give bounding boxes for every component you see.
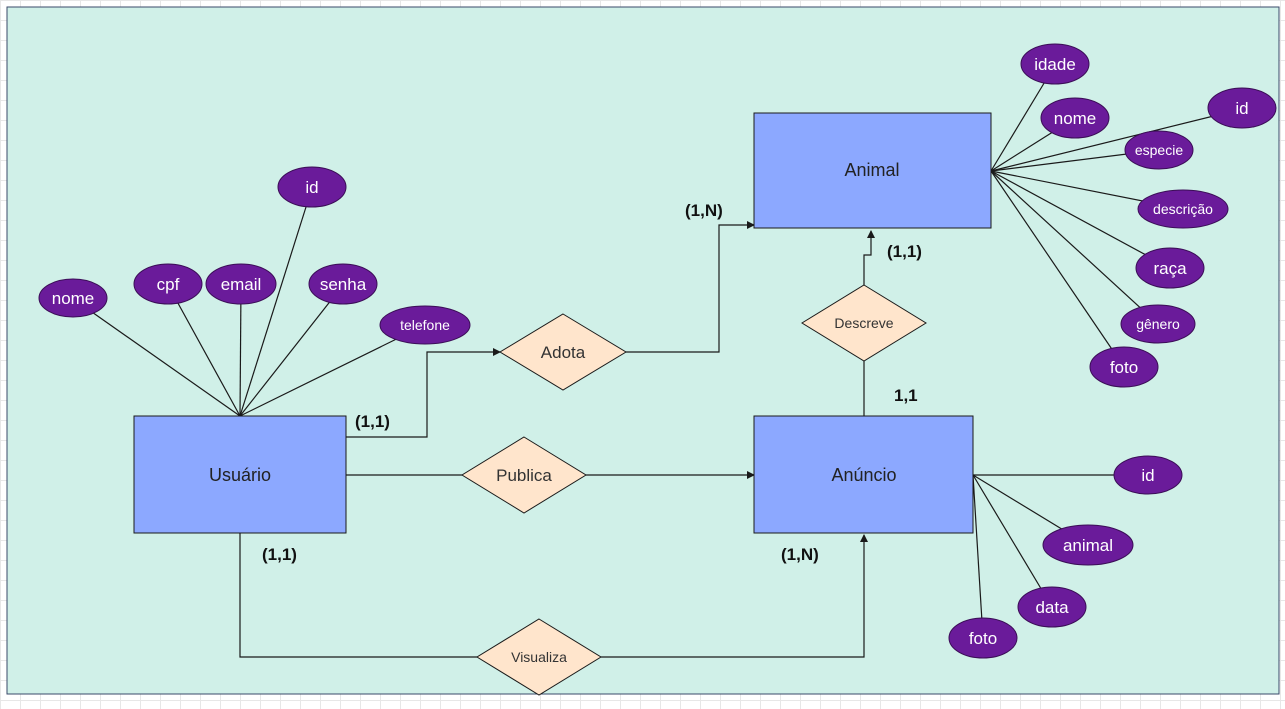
entity-animal[interactable]: Animal [753, 112, 992, 229]
relationship-visualiza-label: Visualiza [511, 649, 567, 665]
attribute-animal-nome[interactable]: nome [1040, 97, 1110, 139]
cardinality-anuncio-descreve: 1,1 [894, 386, 918, 405]
attribute-animal-especie-label: especie [1135, 142, 1183, 158]
entity-anuncio-box [753, 415, 974, 534]
cardinality-animal-descreve: (1,1) [887, 242, 922, 261]
entity-animal-box [753, 112, 992, 229]
relationship-publica[interactable]: Publica [461, 436, 587, 514]
line-animal-id [990, 108, 1243, 172]
entity-usuario-box [133, 415, 347, 534]
attribute-anuncio-data[interactable]: data [1017, 586, 1087, 628]
cardinality-usuario-visualiza: (1,1) [262, 545, 297, 564]
attribute-usuario-email-label: email [221, 275, 262, 294]
line-animal-foto [990, 170, 1125, 368]
entity-anuncio-label: Anúncio [831, 465, 896, 485]
line-usuario-email [239, 284, 242, 417]
attribute-usuario-senha-label: senha [320, 275, 367, 294]
attribute-animal-genero[interactable]: gênero [1120, 304, 1196, 344]
attribute-usuario-cpf-label: cpf [157, 275, 180, 294]
attribute-animal-genero-label: gênero [1136, 316, 1180, 332]
attribute-anuncio-id[interactable]: id [1113, 455, 1183, 495]
line-usuario-cpf [167, 284, 241, 417]
attribute-usuario-telefone[interactable]: telefone [379, 305, 471, 345]
attribute-animal-id-label: id [1235, 99, 1248, 118]
relationship-lines [239, 221, 875, 658]
attribute-animal-nome-label: nome [1054, 109, 1097, 128]
attribute-usuario-cpf[interactable]: cpf [133, 263, 203, 305]
line-usuario-id [239, 187, 313, 417]
attribute-usuario-id-label: id [305, 178, 318, 197]
attribute-animal-raca[interactable]: raça [1135, 247, 1205, 289]
line-descreve-animal [863, 230, 875, 285]
attribute-anuncio-animal[interactable]: animal [1042, 524, 1134, 566]
entity-animal-label: Animal [844, 160, 899, 180]
relationship-publica-shape [461, 436, 587, 514]
attribute-animal-raca-label: raça [1153, 259, 1187, 278]
entity-anuncio[interactable]: Anúncio [753, 415, 974, 534]
line-animal-raca [990, 170, 1171, 269]
attribute-animal-foto-label: foto [1110, 358, 1138, 377]
line-visualiza-anuncio [601, 534, 868, 658]
attribute-anuncio-data-label: data [1035, 598, 1069, 617]
attribute-animal-especie[interactable]: especie [1124, 130, 1194, 170]
cardinality-labels: (1,1) (1,N) (1,1) 1,1 (1,1) (1,N) [262, 201, 922, 564]
attribute-anuncio-animal-label: animal [1063, 536, 1113, 555]
attribute-animal-idade[interactable]: idade [1020, 43, 1090, 85]
cardinality-anuncio-visualiza: (1,N) [781, 545, 819, 564]
line-anuncio-foto [972, 474, 984, 639]
attribute-usuario-id[interactable]: id [277, 166, 347, 208]
line-usuario-visualiza [239, 533, 477, 658]
relationship-visualiza[interactable]: Visualiza [476, 618, 602, 696]
attribute-animal-idade-label: idade [1034, 55, 1076, 74]
line-adota-animal [626, 221, 755, 353]
attribute-animal-foto[interactable]: foto [1089, 346, 1159, 388]
relationship-adota-label: Adota [541, 343, 586, 362]
relationship-publica-label: Publica [496, 466, 552, 485]
entity-usuario-label: Usuário [209, 465, 271, 485]
attribute-animal-descricao[interactable]: descrição [1137, 189, 1229, 229]
attribute-anuncio-foto[interactable]: foto [948, 617, 1018, 659]
entity-usuario[interactable]: Usuário [133, 415, 347, 534]
attribute-usuario-email[interactable]: email [205, 263, 277, 305]
relationship-descreve[interactable]: Descreve [801, 284, 927, 362]
relationship-descreve-label: Descreve [834, 315, 893, 331]
attribute-usuario-senha[interactable]: senha [308, 263, 378, 305]
attribute-usuario-nome-label: nome [52, 289, 95, 308]
line-usuario-senha [239, 284, 344, 417]
line-usuario-adota [346, 348, 501, 438]
cardinality-adota-animal: (1,N) [685, 201, 723, 220]
cardinality-usuario-adota: (1,1) [355, 412, 390, 431]
relationship-visualiza-shape [476, 618, 602, 696]
attribute-anuncio-foto-label: foto [969, 629, 997, 648]
relationship-adota[interactable]: Adota [499, 313, 627, 391]
attribute-usuario-nome[interactable]: nome [38, 278, 108, 318]
attribute-animal-descricao-label: descrição [1153, 201, 1213, 217]
relationship-descreve-shape [801, 284, 927, 362]
line-usuario-telefone [239, 324, 426, 417]
attribute-animal-id[interactable]: id [1207, 87, 1277, 129]
line-anuncio-data [972, 474, 1053, 608]
line-animal-genero [990, 170, 1159, 325]
attribute-usuario-telefone-label: telefone [400, 317, 450, 333]
line-usuario-nome [71, 297, 241, 417]
attribute-anuncio-id-label: id [1141, 466, 1154, 485]
relationship-adota-shape [499, 313, 627, 391]
